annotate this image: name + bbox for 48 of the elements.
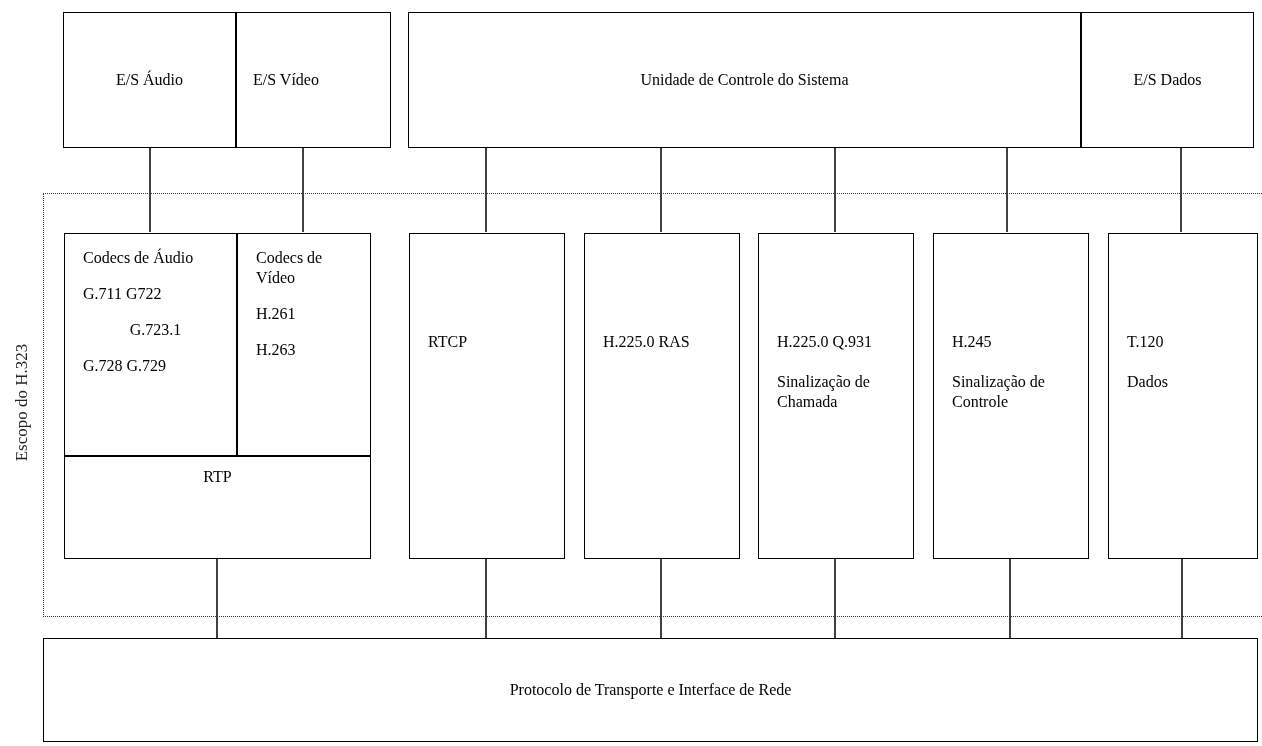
protocol-label: H.225.0 RAS	[603, 332, 690, 352]
module-label: E/S Vídeo	[253, 70, 319, 90]
codec-label: G.728 G.729	[83, 356, 167, 376]
codec-label: Codecs de Vídeo	[256, 248, 324, 288]
connector-line	[1006, 147, 1008, 233]
protocol-label: RTP	[203, 467, 232, 487]
connector-line	[485, 557, 487, 639]
protocol-box	[1108, 233, 1258, 559]
protocol-box	[64, 456, 371, 559]
transport-box	[43, 638, 1258, 742]
connector-line	[1180, 147, 1182, 233]
connector-line	[1009, 557, 1011, 639]
connector-line	[216, 557, 218, 639]
protocol-label: RTCP	[428, 332, 468, 352]
protocol-box	[584, 233, 740, 559]
connector-line	[834, 147, 836, 233]
scope-label: Escopo do H.323	[12, 342, 30, 464]
module-label: Unidade de Controle do Sistema	[640, 70, 849, 90]
protocol-label: H.245	[952, 332, 992, 352]
connector-line	[1181, 557, 1183, 639]
protocol-label: T.120	[1127, 332, 1164, 352]
module-box	[408, 12, 1081, 148]
module-label: E/S Dados	[1133, 70, 1202, 90]
codec-box	[64, 233, 237, 456]
connector-line	[302, 147, 304, 233]
codec-label: H.261	[256, 304, 296, 324]
protocol-label: Dados	[1127, 372, 1168, 392]
protocol-box	[758, 233, 914, 559]
module-label: E/S Áudio	[115, 70, 184, 90]
protocol-box	[409, 233, 565, 559]
connector-line	[660, 147, 662, 233]
codec-label: Codecs de Áudio	[83, 248, 194, 268]
protocol-label: Sinalização de Chamada	[777, 372, 871, 412]
connector-line	[149, 147, 151, 233]
protocol-label: H.225.0 Q.931	[777, 332, 873, 352]
codec-label: G.723.1	[129, 320, 182, 340]
protocol-box	[933, 233, 1089, 559]
module-box	[236, 12, 391, 148]
connector-line	[834, 557, 836, 639]
connector-line	[660, 557, 662, 639]
codec-label: H.263	[256, 340, 296, 360]
module-box	[1081, 12, 1254, 148]
transport-label: Protocolo de Transporte e Interface de Rede	[509, 680, 792, 700]
connector-line	[485, 147, 487, 233]
protocol-label: Sinalização de Controle	[952, 372, 1046, 412]
codec-label: G.711 G722	[83, 284, 162, 304]
codec-box	[237, 233, 371, 456]
module-box	[63, 12, 236, 148]
